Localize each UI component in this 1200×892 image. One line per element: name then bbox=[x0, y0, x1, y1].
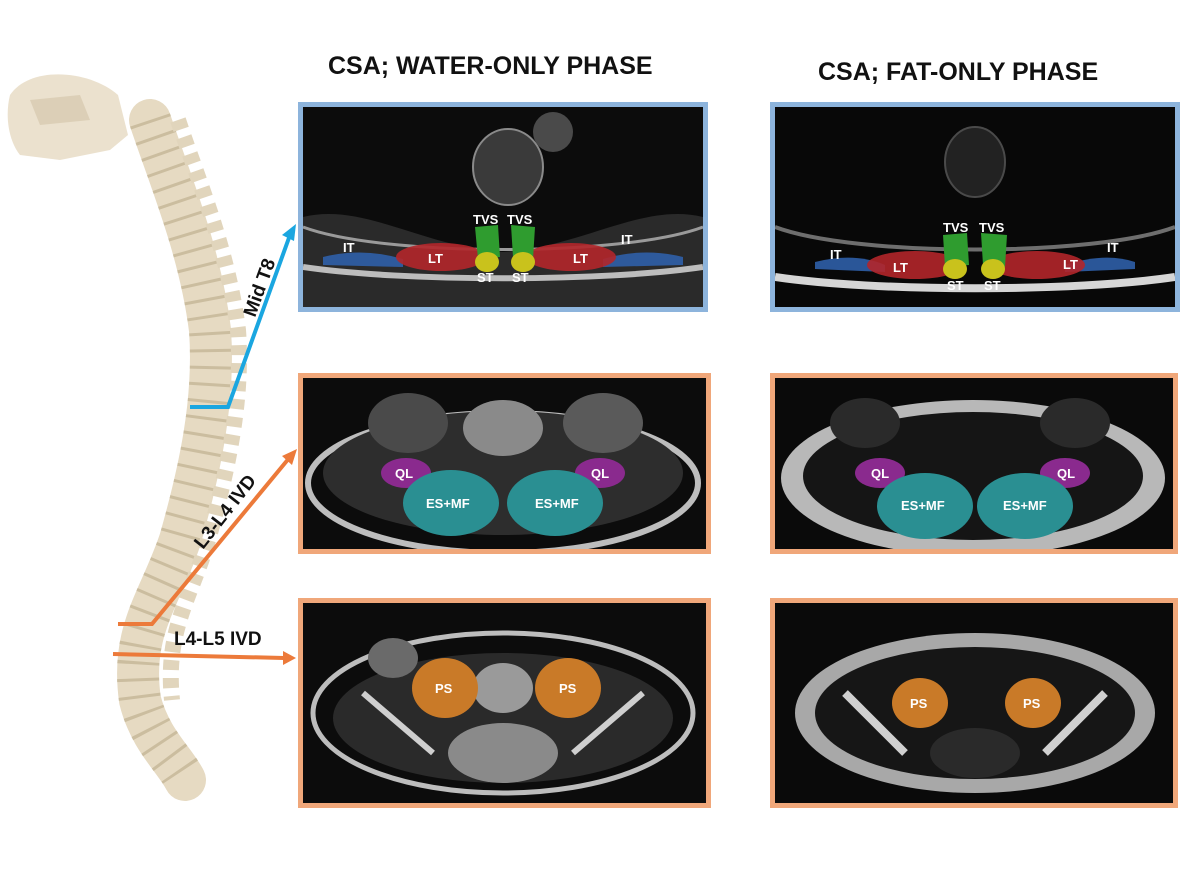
l3l4-water-ql-left-label: QL bbox=[395, 466, 413, 481]
l3l4-fat-esmf-left-label: ES+MF bbox=[901, 498, 945, 513]
spine-illustration: Mid T8 L3-L4 IVD L4-L5 IVD bbox=[7, 74, 297, 801]
t8-water-it-left-label: IT bbox=[343, 240, 355, 255]
l4l5-water-ps-left-label: PS bbox=[435, 681, 453, 696]
l4l5-water-ps-right-label: PS bbox=[559, 681, 577, 696]
l4l5-arrow-head bbox=[283, 651, 296, 665]
l3l4-fat-ql-left-label: QL bbox=[871, 466, 889, 481]
t8-water-lt-left-label: LT bbox=[428, 251, 443, 266]
l3l4-water-esmf-left-label: ES+MF bbox=[426, 496, 470, 511]
water-phase-title: CSA; WATER-ONLY PHASE bbox=[328, 52, 653, 80]
t8-water-tvs-left-label: TVS bbox=[473, 212, 499, 227]
l3l4-fat-ql-right-label: QL bbox=[1057, 466, 1075, 481]
t8-water-tvs-right-label: TVS bbox=[507, 212, 533, 227]
t8-fat-lt-left-label: LT bbox=[893, 260, 908, 275]
t8-fat-panel: IT IT LT LT TVS TVS ST ST bbox=[770, 102, 1180, 312]
t8-fat-tvs-right-label: TVS bbox=[979, 220, 1005, 235]
t8-water-it-right-label: IT bbox=[621, 232, 633, 247]
t8-fat-st-right-label: ST bbox=[984, 278, 1001, 293]
t8-level-arrow bbox=[190, 234, 292, 409]
t8-fat-st-left-label: ST bbox=[947, 278, 964, 293]
l4l5-fat-panel: PS PS bbox=[770, 598, 1178, 808]
fat-phase-title: CSA; FAT-ONLY PHASE bbox=[818, 58, 1099, 86]
l4l5-level-arrow bbox=[112, 652, 285, 660]
l4l5-water-panel: PS PS bbox=[298, 598, 711, 808]
t8-fat-lt-right-label: LT bbox=[1063, 257, 1078, 272]
t8-fat-it-right-label: IT bbox=[1107, 240, 1119, 255]
l3l4-level-arrow bbox=[118, 455, 292, 626]
t8-water-lt-right-label: LT bbox=[573, 251, 588, 266]
t8-level-label: Mid T8 bbox=[240, 256, 280, 320]
l4l5-fat-ps-right-label: PS bbox=[1023, 696, 1041, 711]
t8-water-st-right-label: ST bbox=[512, 270, 529, 285]
l3l4-arrow-head bbox=[282, 449, 297, 465]
t8-water-panel: IT IT LT LT TVS TVS ST ST bbox=[298, 102, 708, 312]
l3l4-water-panel: QL QL ES+MF ES+MF bbox=[298, 373, 711, 554]
l4l5-level-label: L4-L5 IVD bbox=[174, 629, 262, 650]
l3l4-fat-panel: QL QL ES+MF ES+MF bbox=[770, 373, 1178, 554]
vertebral-column bbox=[117, 99, 232, 801]
l3l4-fat-esmf-right-label: ES+MF bbox=[1003, 498, 1047, 513]
t8-arrow-head bbox=[282, 224, 296, 241]
l3l4-water-ql-right-label: QL bbox=[591, 466, 609, 481]
l3l4-water-esmf-right-label: ES+MF bbox=[535, 496, 579, 511]
l4l5-fat-ps-left-label: PS bbox=[910, 696, 928, 711]
t8-fat-it-left-label: IT bbox=[830, 247, 842, 262]
t8-water-st-left-label: ST bbox=[477, 270, 494, 285]
t8-fat-tvs-left-label: TVS bbox=[943, 220, 969, 235]
